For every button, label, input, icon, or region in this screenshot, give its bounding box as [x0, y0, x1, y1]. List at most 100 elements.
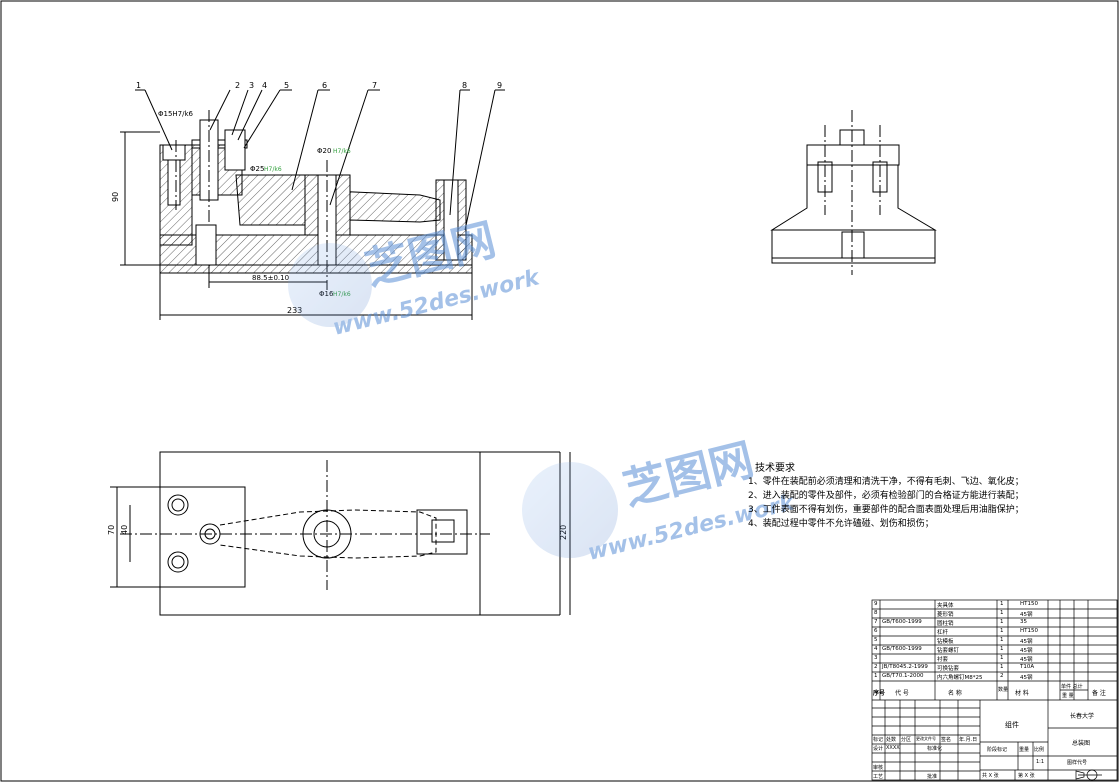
tb-sheets: 共 X 张: [982, 773, 999, 779]
bom-row-no: 6: [874, 628, 878, 634]
bom-row-material: 45钢: [1020, 675, 1033, 681]
dim-plan-width-inner: 40: [120, 525, 129, 535]
bom-row-name: 圆柱销: [937, 621, 954, 627]
dim-fit-25-suffix: H7/k6: [264, 166, 282, 173]
bom-row-material: 45钢: [1020, 657, 1033, 663]
tb-process: 工艺: [873, 774, 884, 780]
balloon-6: 6: [322, 81, 327, 90]
bom-row-material: 35: [1020, 619, 1027, 625]
title-block-frame: [871, 599, 1118, 781]
bom-header-unit-total: 单件 总计: [1061, 684, 1083, 690]
bom-row-qty: 1: [1000, 655, 1004, 661]
tb-sign: 签名: [941, 737, 952, 743]
dim-overall-height: 90: [111, 192, 120, 202]
bom-row-code: GB/T600-1999: [882, 619, 922, 625]
dim-overall-length: 233: [287, 306, 302, 315]
tech-line-1: 1、零件在装配前必须清理和清洗干净，不得有毛刺、飞边、氧化皮；: [748, 477, 1024, 487]
bom-row-qty: 1: [1000, 610, 1004, 616]
bom-row-qty: 1: [1000, 637, 1004, 643]
tb-mark: 标记: [873, 737, 884, 743]
bom-header-code: 代 号: [895, 690, 909, 697]
tb-sheet-no: 第 X 张: [1018, 773, 1035, 779]
bom-row-no: 5: [874, 637, 878, 643]
side-view: [770, 110, 937, 275]
bom-row-no: 1: [874, 673, 878, 679]
tb-design: 设计: [873, 746, 884, 752]
balloon-9: 9: [497, 81, 502, 90]
drawing-code-symbol: [1075, 769, 1102, 781]
bom-row-material: 45钢: [1020, 639, 1033, 645]
tech-line-4: 4、装配过程中零件不允许磕碰、划伤和损伤；: [748, 519, 934, 529]
tb-change-doc: 更改文件号: [916, 736, 936, 741]
tb-date: 年.月.日: [959, 737, 978, 743]
tb-standardize: 标准化: [927, 746, 943, 752]
tb-drawing-name: 总装图: [1072, 740, 1091, 747]
bom-row-name: 可换钻套: [937, 666, 960, 672]
bom-row-name: 内六角螺钉M8*25: [937, 675, 983, 681]
dim-fit-left: Φ15H7/k6: [158, 110, 194, 118]
bom-header-name: 名 称: [948, 690, 962, 697]
tb-review: 审核: [873, 765, 884, 771]
tb-assembly: 组件: [1005, 721, 1019, 729]
tech-title: 技术要求: [755, 463, 795, 474]
tb-count: 处数: [886, 737, 897, 743]
tb-weight: 重量: [1019, 747, 1030, 753]
bom-row-name: 夹具体: [937, 603, 954, 609]
tb-scale-value: 1:1: [1036, 759, 1045, 765]
bom-row-code: JB/T8045.2-1999: [882, 664, 928, 670]
balloon-7: 7: [372, 81, 377, 90]
tech-line-3: 3、工件表面不得有划伤，重要部件的配合面表面处理后用油脂保护；: [748, 505, 1024, 515]
bom-row-no: 2: [874, 664, 878, 670]
front-section-view: [120, 89, 505, 320]
bom-row-material: T10A: [1020, 664, 1035, 670]
bom-header-remark: 备 注: [1092, 690, 1106, 697]
bom-header-material: 材 料: [1015, 690, 1029, 697]
balloon-1: 1: [136, 81, 141, 90]
bom-header-weight: 重 量: [1062, 693, 1074, 699]
bom-header-qty: 数量: [998, 687, 1009, 693]
plan-view: [110, 451, 571, 616]
dim-fit-20-suffix: H7/k6: [333, 148, 351, 155]
tb-zone: 分区: [901, 737, 912, 743]
balloon-2: 2: [235, 81, 240, 90]
bom-row-material: 45钢: [1020, 648, 1033, 654]
bom-row-no: 4: [874, 646, 878, 652]
bom-row-no: 9: [874, 601, 878, 607]
bom-row-qty: 1: [1000, 601, 1004, 607]
tech-line-2: 2、进入装配的零件及部件，必须有检验部门的合格证方能进行装配；: [748, 491, 1024, 501]
bom-row-qty: 1: [1000, 646, 1004, 652]
bom-row-no: 8: [874, 610, 878, 616]
bom-row-material: HT150: [1020, 628, 1038, 634]
tb-university: 长春大学: [1070, 713, 1095, 720]
tb-drawing-code: 图样代号: [1067, 760, 1088, 766]
balloon-4: 4: [262, 81, 267, 90]
bom-row-qty: 1: [1000, 664, 1004, 670]
bom-row-material: HT150: [1020, 601, 1038, 607]
bom-row-code: GB/T600-1999: [882, 646, 922, 652]
globe-icon: [522, 462, 618, 558]
tb-scale: 比例: [1034, 747, 1045, 753]
bom-row-qty: 2: [1000, 673, 1004, 679]
bom-row-name: 钻套螺钉: [937, 648, 960, 654]
dim-plan-width-outer: 70: [107, 525, 116, 535]
bom-row-name: 衬套: [937, 657, 949, 663]
tb-approve: 批准: [927, 774, 938, 780]
balloon-8: 8: [462, 81, 467, 90]
dim-center-dist: 88.5±0.10: [252, 274, 289, 282]
dim-dia20: Φ20: [317, 147, 331, 155]
bom-row-no: 3: [874, 655, 878, 661]
bom-row-name: 钻模板: [937, 639, 954, 645]
bom-row-qty: 1: [1000, 619, 1004, 625]
bom-row-name: 菱形销: [937, 612, 954, 618]
bom-header-no: 序号: [873, 690, 886, 697]
tb-stage-mark: 阶段标记: [987, 747, 1008, 753]
balloon-5: 5: [284, 81, 289, 90]
bom-row-name: 杠杆: [937, 630, 949, 636]
bom-row-qty: 1: [1000, 628, 1004, 634]
balloon-3: 3: [249, 81, 254, 90]
balloon-labels: 1 2 3 4 5 6 7 8 9: [136, 81, 502, 90]
dim-dia25: Φ25: [250, 165, 264, 173]
bom-row-material: 45钢: [1020, 612, 1033, 618]
